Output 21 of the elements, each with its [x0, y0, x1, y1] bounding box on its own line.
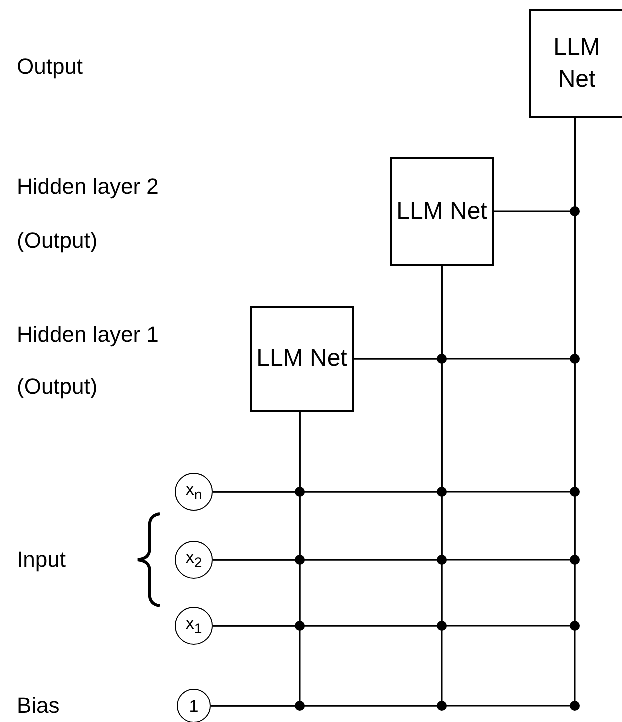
node-label: LLM Net — [256, 344, 348, 374]
node-label: 1 — [189, 698, 199, 714]
input-node-circle — [175, 607, 213, 645]
network-box — [250, 306, 354, 412]
node-label: x$_{1}$ — [186, 615, 202, 637]
node-label: x$_{n}$ — [186, 481, 202, 503]
node-label: LLM Net — [552, 33, 602, 94]
network-box — [529, 9, 622, 118]
layer-label: Hidden layer 2 — [17, 174, 159, 200]
layer-label: Output — [17, 54, 84, 80]
node-label: LLM Net — [396, 196, 488, 227]
layer-label: (Output) — [17, 228, 98, 254]
input-node-circle — [175, 473, 213, 511]
input-node-circle — [177, 689, 211, 722]
node-label: x$_{2}$ — [186, 549, 202, 571]
layer-label: Input — [17, 547, 66, 573]
layer-label: Bias — [17, 693, 60, 719]
network-box — [390, 157, 494, 266]
layer-label: Hidden layer 1 — [17, 322, 159, 348]
input-node-circle — [175, 541, 213, 579]
layer-label: (Output) — [17, 374, 98, 400]
